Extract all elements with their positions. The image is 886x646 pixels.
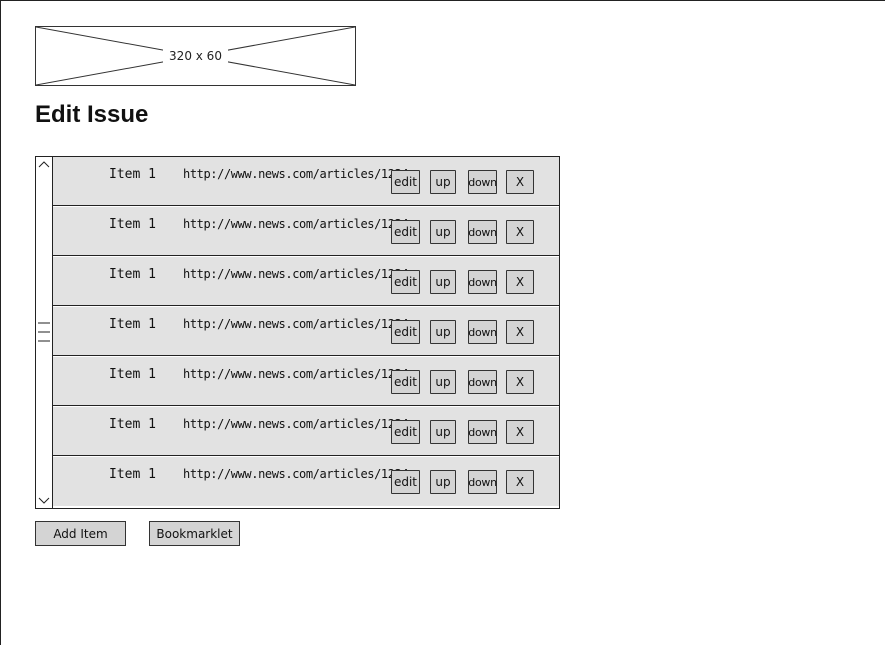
move-up-button[interactable]: up [430,320,456,344]
move-down-button[interactable]: down [468,220,497,244]
remove-button[interactable]: X [506,220,534,244]
placeholder-label: 320 x 60 [163,49,228,63]
item-name: Item 1 [109,367,156,382]
move-up-button[interactable]: up [430,220,456,244]
item-name: Item 1 [109,167,156,182]
item-name: Item 1 [109,267,156,282]
chevron-down-icon[interactable] [36,494,52,506]
page-title: Edit Issue [35,101,149,128]
item-url: http://www.news.com/articles/1234 [183,267,409,281]
move-up-button[interactable]: up [430,270,456,294]
item-list: Item 1 http://www.news.com/articles/1234… [35,156,560,509]
add-item-button[interactable]: Add Item [35,521,126,546]
edit-button[interactable]: edit [391,370,420,394]
move-up-button[interactable]: up [430,370,456,394]
image-placeholder: 320 x 60 [35,26,356,86]
edit-button[interactable]: edit [391,170,420,194]
grip-icon[interactable] [37,319,51,345]
item-name: Item 1 [109,417,156,432]
item-name: Item 1 [109,467,156,482]
bookmarklet-button[interactable]: Bookmarklet [149,521,240,546]
item-url: http://www.news.com/articles/1234 [183,167,409,181]
remove-button[interactable]: X [506,470,534,494]
list-item: Item 1 http://www.news.com/articles/1234… [53,307,559,356]
move-down-button[interactable]: down [468,470,497,494]
move-down-button[interactable]: down [468,320,497,344]
item-name: Item 1 [109,217,156,232]
edit-button[interactable]: edit [391,220,420,244]
move-up-button[interactable]: up [430,470,456,494]
edit-button[interactable]: edit [391,470,420,494]
remove-button[interactable]: X [506,420,534,444]
remove-button[interactable]: X [506,320,534,344]
remove-button[interactable]: X [506,270,534,294]
list-item: Item 1 http://www.news.com/articles/1234… [53,207,559,256]
edit-button[interactable]: edit [391,320,420,344]
item-rows: Item 1 http://www.news.com/articles/1234… [53,157,559,508]
edit-button[interactable]: edit [391,420,420,444]
list-item: Item 1 http://www.news.com/articles/1234… [53,157,559,206]
item-url: http://www.news.com/articles/1234 [183,367,409,381]
list-item: Item 1 http://www.news.com/articles/1234… [53,257,559,306]
remove-button[interactable]: X [506,170,534,194]
item-name: Item 1 [109,317,156,332]
vertical-scrollbar[interactable] [36,157,53,508]
move-down-button[interactable]: down [468,370,497,394]
list-item: Item 1 http://www.news.com/articles/1234… [53,457,559,506]
list-item: Item 1 http://www.news.com/articles/1234… [53,357,559,406]
remove-button[interactable]: X [506,370,534,394]
move-up-button[interactable]: up [430,170,456,194]
move-down-button[interactable]: down [468,270,497,294]
move-up-button[interactable]: up [430,420,456,444]
list-item: Item 1 http://www.news.com/articles/1234… [53,407,559,456]
item-url: http://www.news.com/articles/1234 [183,217,409,231]
chevron-up-icon[interactable] [36,159,52,171]
move-down-button[interactable]: down [468,170,497,194]
item-url: http://www.news.com/articles/1234 [183,467,409,481]
item-url: http://www.news.com/articles/1234 [183,417,409,431]
item-url: http://www.news.com/articles/1234 [183,317,409,331]
edit-button[interactable]: edit [391,270,420,294]
move-down-button[interactable]: down [468,420,497,444]
